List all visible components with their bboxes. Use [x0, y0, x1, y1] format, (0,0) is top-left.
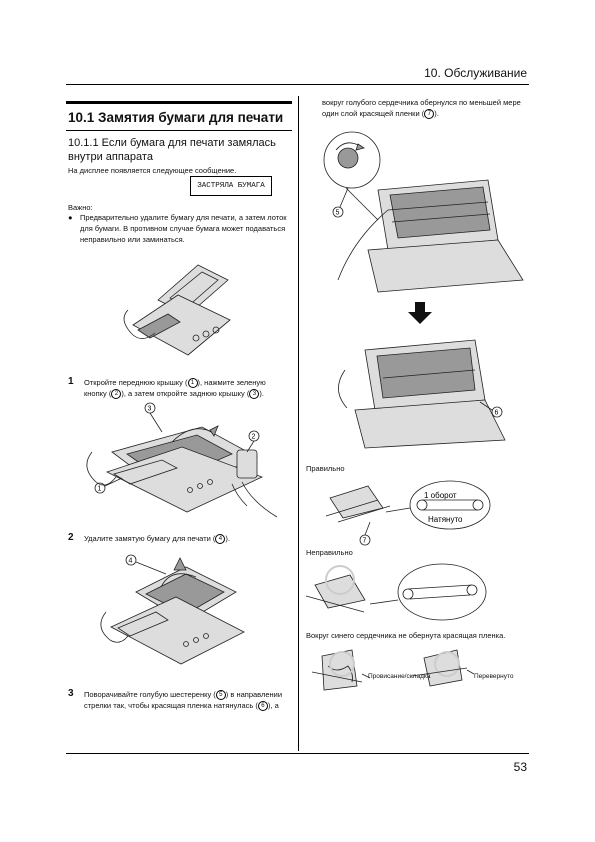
reversed-label: Перевернуто — [474, 673, 514, 680]
footer-rule — [66, 753, 529, 754]
header-rule — [66, 84, 529, 85]
callout-3: 3 — [249, 389, 260, 400]
not-wrapped-text: Вокруг синего сердечника не обернута кра… — [306, 631, 506, 640]
one-turn-label: 1 оборот — [424, 491, 457, 500]
fax-open-covers-illustration: 3 2 1 — [86, 402, 278, 518]
arrow-down-icon — [408, 302, 432, 324]
section-rule-top — [66, 101, 292, 104]
callout-label: 6 — [495, 410, 499, 417]
callout-label: 4 — [129, 558, 133, 565]
important-text: Предварительно удалите бумагу для печати… — [80, 213, 287, 244]
fax-paper-tray-illustration — [123, 264, 231, 356]
section-rule-bottom — [66, 130, 292, 131]
chapter-title: 10. Обслуживание — [424, 66, 527, 80]
callout-5: 5 — [215, 690, 226, 701]
section-title: 10.1 Замятия бумаги для печати — [68, 110, 284, 125]
step-1-text: Откройте переднюю крышку (1), нажмите зе… — [84, 378, 266, 400]
callout-2: 2 — [111, 389, 122, 400]
important-bullet: ● Предварительно удалите бумагу для печа… — [68, 212, 290, 245]
bullet-dot-icon: ● — [68, 213, 73, 222]
film-correct-diagram: 1 оборот Натянуто 7 — [325, 480, 491, 546]
callout-label: 5 — [336, 210, 340, 217]
callout-label: 3 — [148, 406, 152, 413]
step-3-text: Поворачивайте голубую шестеренку (5) в н… — [84, 690, 283, 712]
subsection-title: 10.1.1 Если бумага для печати замялась в… — [68, 137, 276, 163]
callout-4: 4 — [215, 534, 226, 545]
column-divider — [298, 96, 299, 751]
slack-label: Провисание/складка — [368, 673, 431, 680]
step-3-number: 3 — [68, 688, 74, 699]
step-3-continuation: вокруг голубого сердечника обернулся по … — [322, 98, 521, 120]
callout-label: 2 — [252, 434, 256, 441]
fax-film-taut-illustration: 6 — [338, 339, 506, 449]
page-number: 53 — [513, 760, 527, 774]
display-intro: На дисплее появляется следующее сообщени… — [68, 166, 237, 175]
display-message: ЗАСТРЯЛА БУМАГА — [190, 176, 272, 196]
wrong-label: Неправильно — [306, 548, 353, 557]
film-wrong-diagram — [305, 563, 487, 621]
correct-label: Правильно — [306, 464, 345, 473]
callout-7: 7 — [424, 109, 435, 120]
fax-gear-turn-illustration: 5 — [323, 131, 524, 293]
callout-label: 1 — [98, 486, 102, 493]
callout-label: 7 — [363, 538, 367, 545]
callout-1: 1 — [187, 378, 198, 389]
step-2-number: 2 — [68, 532, 74, 543]
step-2-text: Удалите замятую бумагу для печати (4). — [84, 534, 230, 545]
step-1-number: 1 — [68, 376, 74, 387]
important-label: Важно: — [68, 203, 93, 212]
taut-label: Натянуто — [428, 515, 463, 524]
fax-remove-paper-illustration: 4 — [100, 554, 245, 665]
callout-6: 6 — [257, 701, 268, 712]
film-slack-reversed-diagram — [311, 649, 475, 691]
